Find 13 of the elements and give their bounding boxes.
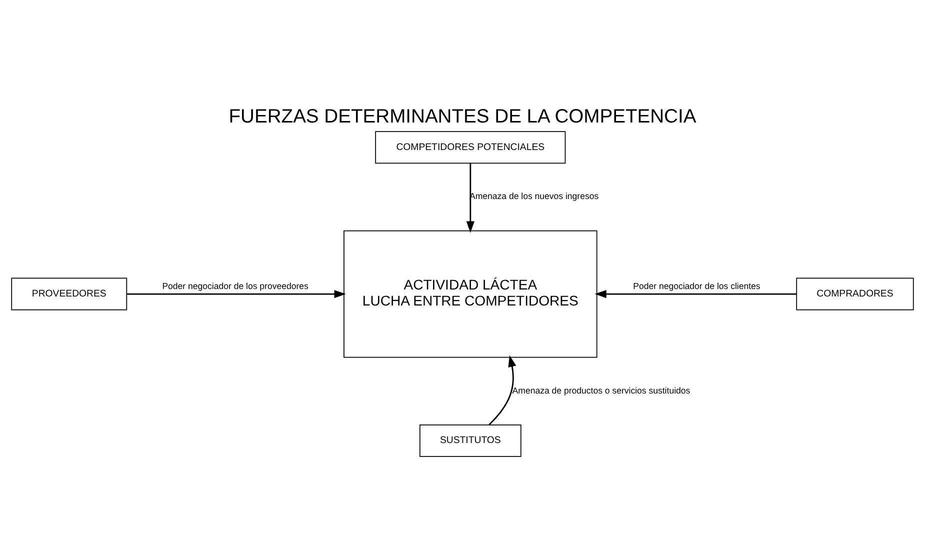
node-box: SUSTITUTOS [419,424,522,457]
edge-label: Amenaza de productos o servicios sustituidos [512,385,690,396]
node-box: COMPRADORES [796,278,914,310]
node-box: COMPETIDORES POTENCIALES [375,131,566,164]
arrow [594,290,797,298]
edge-label: Poder negociador de los proveedores [162,280,308,291]
edge-label: Poder negociador de los clientes [633,280,760,291]
arrow [466,163,474,233]
arrow [127,290,346,298]
node-box: ACTIVIDAD LÁCTEA LUCHA ENTRE COMPETIDORES [344,230,598,358]
arrow [488,355,516,426]
diagram-title: FUERZAS DETERMINANTES DE LA COMPETENCIA [228,106,696,128]
node-box: PROVEEDORES [11,278,128,310]
